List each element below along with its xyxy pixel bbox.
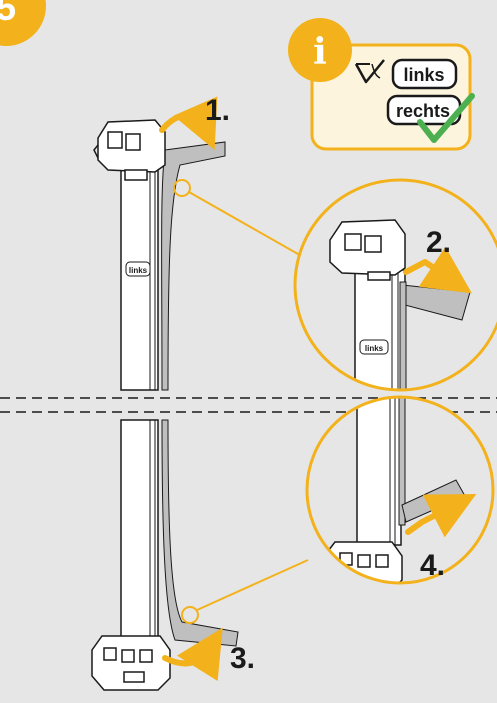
info-box: i links rechts bbox=[288, 18, 475, 151]
detail-marker-top bbox=[173, 179, 191, 197]
green-check-icon bbox=[417, 93, 475, 143]
arrow-step-1 bbox=[159, 96, 218, 150]
step-4-label: 4. bbox=[420, 549, 445, 582]
detail-marker-bottom bbox=[181, 606, 199, 624]
option-rechts-text: rechts bbox=[396, 101, 450, 121]
step-badge: 5 bbox=[0, 0, 46, 46]
end-cap-bottom bbox=[91, 635, 171, 691]
end-cap-top bbox=[93, 119, 166, 181]
info-icon: i bbox=[313, 31, 327, 73]
arrow-step-4 bbox=[405, 494, 477, 538]
rail-label: links bbox=[129, 266, 148, 275]
step-2-label: 2. bbox=[426, 226, 451, 259]
pen-check-icon bbox=[354, 59, 385, 84]
detail-circle-top: links 2. bbox=[293, 178, 497, 392]
callout-line-top bbox=[188, 191, 306, 259]
detail-rail-label: links bbox=[365, 344, 384, 353]
step-1-label: 1. bbox=[205, 94, 230, 127]
rail-lower bbox=[120, 419, 159, 649]
option-links-text: links bbox=[403, 65, 444, 85]
tape-lower bbox=[161, 419, 239, 647]
step-3-label: 3. bbox=[230, 642, 255, 675]
arrow-step-3 bbox=[162, 627, 223, 682]
callout-line-bottom bbox=[196, 559, 309, 611]
step-number: 5 bbox=[0, 0, 16, 28]
option-links-tag: links bbox=[391, 58, 458, 90]
detail-circle-bottom: 4. bbox=[305, 395, 495, 585]
arrow-step-2 bbox=[403, 246, 472, 294]
rail-upper: links bbox=[120, 164, 159, 391]
